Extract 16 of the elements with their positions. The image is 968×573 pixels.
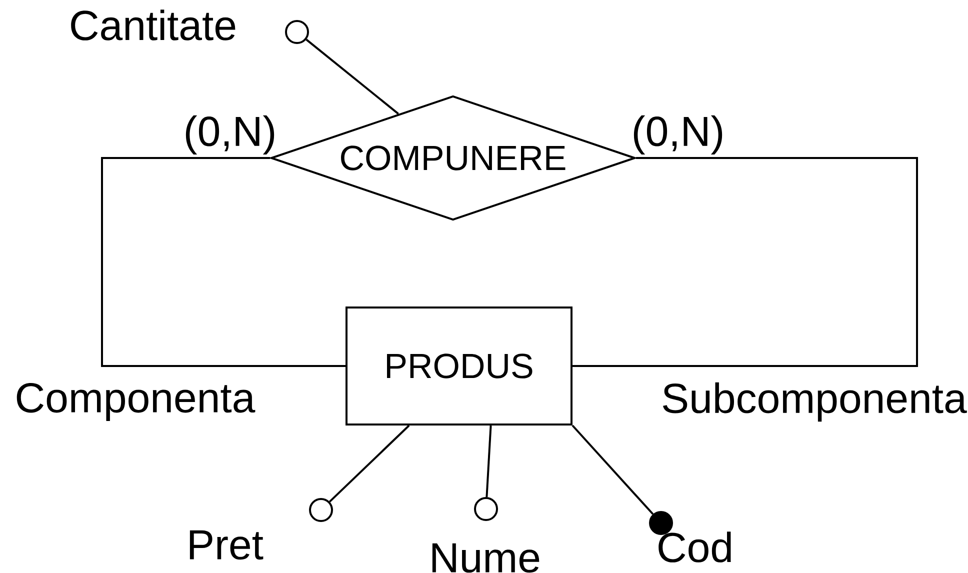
attribute-circle (309, 498, 333, 522)
attribute-name: Cantitate (71, 10, 236, 40)
attribute-circle (474, 497, 498, 521)
attribute-circle (285, 20, 309, 44)
connector-line (572, 157, 918, 367)
attribute-name: Pret (190, 530, 264, 560)
connector-line (572, 424, 654, 515)
connector-line (101, 157, 346, 367)
attribute-name: Cod (658, 532, 731, 562)
connector-line (486, 425, 492, 498)
connector-line (328, 424, 410, 502)
entity-box: PRODUS (346, 306, 572, 426)
attribute-name: Nume (432, 543, 540, 573)
role-label: Subcomponenta (662, 382, 967, 422)
connector-line (306, 38, 399, 115)
role-label: Componenta (16, 382, 256, 422)
